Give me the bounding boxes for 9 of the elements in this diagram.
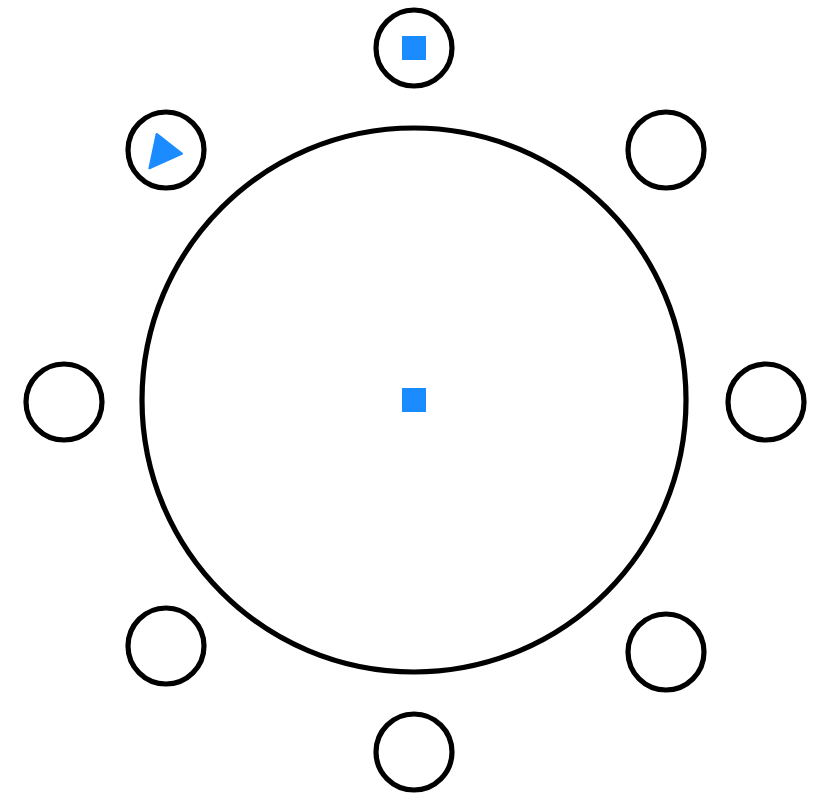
large-circle: [139, 125, 689, 675]
small-circle: [725, 361, 807, 443]
small-circle: [373, 7, 455, 89]
small-circle: [373, 711, 455, 793]
small-circle: [125, 605, 207, 687]
small-circle: [23, 361, 105, 443]
small-circle: [625, 109, 707, 191]
small-circle: [625, 611, 707, 693]
small-circle: [125, 109, 207, 191]
